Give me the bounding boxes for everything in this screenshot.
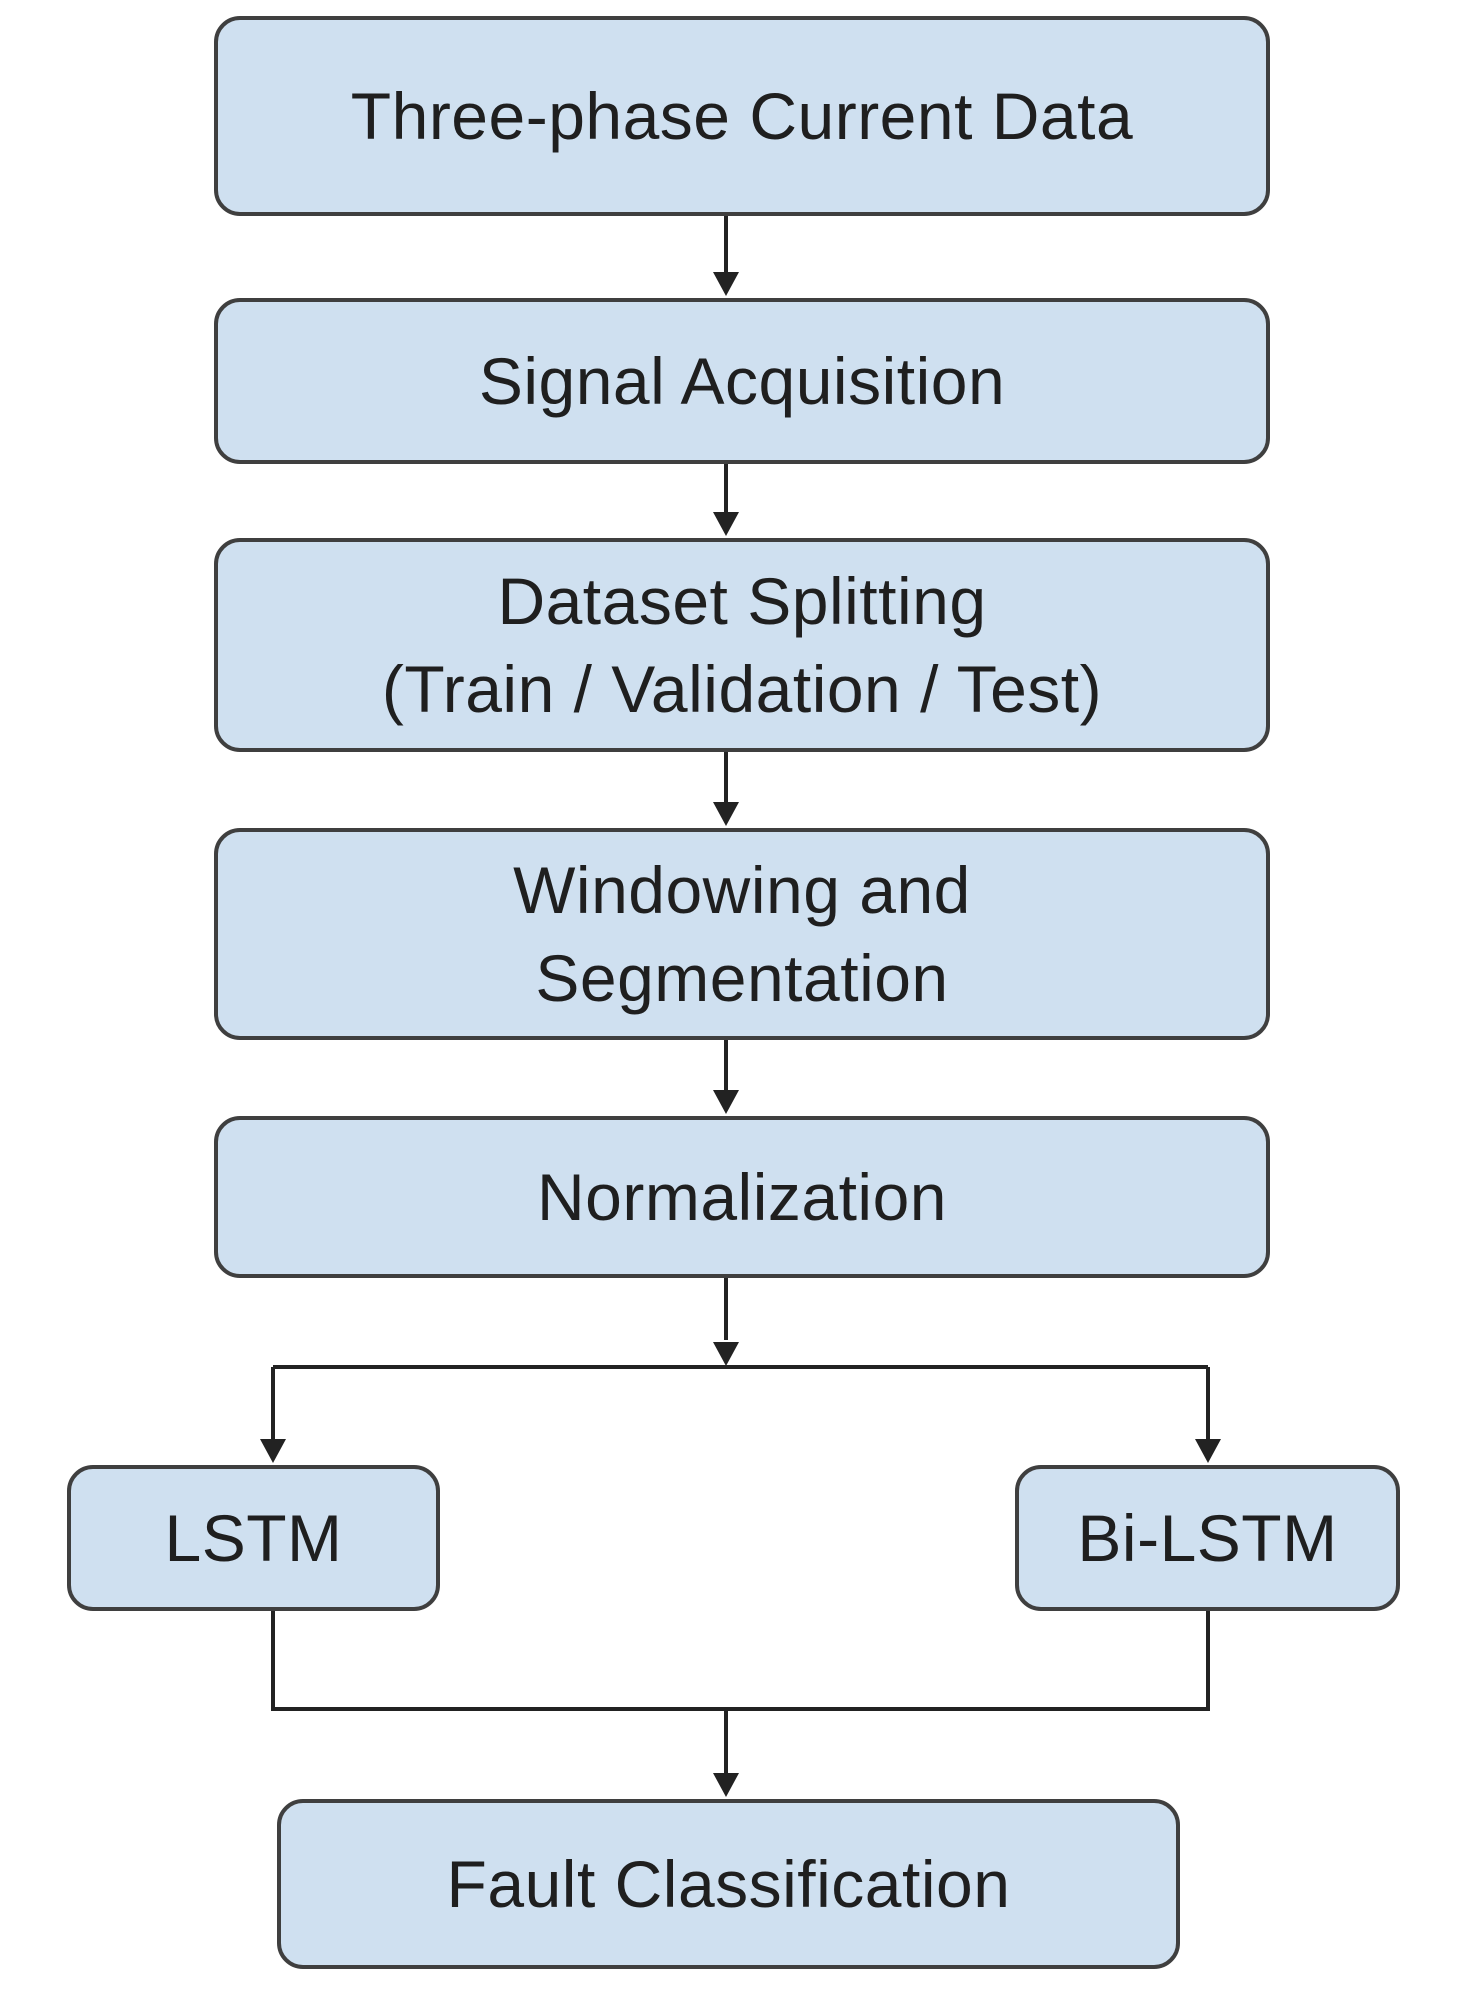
node-normalization: Normalization: [214, 1116, 1270, 1278]
node-label: Bi-LSTM: [1077, 1500, 1338, 1575]
node-signal-acquisition: Signal Acquisition: [214, 298, 1270, 464]
node-three-phase-current-data: Three-phase Current Data: [214, 16, 1270, 216]
node-label: LSTM: [164, 1500, 343, 1575]
node-label: Three-phase Current Data: [350, 78, 1134, 153]
node-sublabel: (Train / Validation / Test): [381, 652, 1103, 726]
node-bi-lstm: Bi-LSTM: [1015, 1465, 1400, 1611]
arrowhead-normalization-to-branch: [713, 1342, 739, 1366]
node-lstm: LSTM: [67, 1465, 440, 1611]
arrowhead-into-lstm: [260, 1439, 286, 1463]
node-dataset-splitting: Dataset Splitting (Train / Validation / …: [214, 538, 1270, 752]
node-label: Dataset Splitting: [497, 563, 987, 638]
arrowhead-into-bi-lstm: [1195, 1439, 1221, 1463]
arrowhead-into-windowing-and-segmentation: [713, 802, 739, 826]
arrowhead-into-signal-acquisition: [713, 272, 739, 296]
arrowhead-into-dataset-splitting: [713, 512, 739, 536]
node-label-line-2: Segmentation: [535, 941, 949, 1015]
node-fault-classification: Fault Classification: [277, 1799, 1180, 1969]
node-label: Normalization: [537, 1159, 947, 1234]
arrowhead-into-normalization: [713, 1090, 739, 1114]
node-label: Signal Acquisition: [478, 343, 1006, 418]
arrowhead-into-fault-classification: [713, 1773, 739, 1797]
node-windowing-and-segmentation: Windowing and Segmentation: [214, 828, 1270, 1040]
node-label: Fault Classification: [446, 1846, 1011, 1921]
node-label: Windowing and: [513, 852, 971, 927]
